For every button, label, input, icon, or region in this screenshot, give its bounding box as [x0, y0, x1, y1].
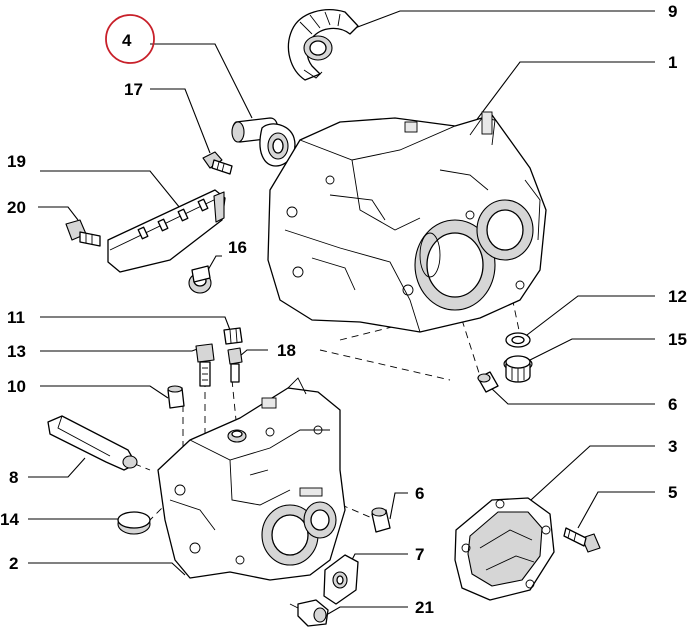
callout-13: 13 [7, 342, 26, 361]
callout-12: 12 [668, 287, 687, 306]
callout-3: 3 [668, 437, 677, 456]
part-19-heat-shield [107, 189, 226, 273]
part-11-sensor [223, 327, 243, 345]
part-3-side-cover [454, 497, 555, 601]
leader-18 [239, 349, 268, 357]
callout-11: 11 [7, 308, 25, 327]
leader-16 [207, 255, 222, 271]
callout-14: 14 [0, 510, 19, 529]
part-1-main-housing [267, 111, 547, 333]
part-15-drain-plug [503, 355, 533, 383]
leader-19 [40, 170, 181, 209]
callout-9: 9 [668, 2, 677, 21]
callout-1: 1 [668, 53, 677, 72]
leader-17 [150, 88, 211, 154]
part-13-switch [195, 343, 215, 387]
part-5-screw [563, 527, 601, 553]
leader-6a [489, 386, 655, 405]
callout-20: 20 [7, 198, 26, 217]
leader-20 [38, 206, 79, 221]
part-6-dowel-upper [477, 371, 499, 393]
part-7-cover-plate [323, 554, 359, 605]
part-14-cap [117, 511, 151, 535]
leader-4 [150, 43, 253, 119]
leader-13 [40, 347, 201, 352]
callout-18: 18 [277, 341, 296, 360]
part-16-plug [188, 265, 212, 294]
part-8-oil-guide [47, 415, 138, 471]
callout-7: 7 [415, 545, 424, 564]
leader-8 [28, 457, 86, 478]
callout-4: 4 [122, 31, 132, 50]
callout-5: 5 [668, 483, 677, 502]
callout-15: 15 [668, 330, 687, 349]
leader-6b [389, 492, 408, 520]
part-10-sleeve [167, 385, 185, 409]
leader-11 [40, 316, 231, 331]
part-4-bearing-sleeve [231, 117, 296, 167]
callout-17: 17 [124, 80, 143, 99]
part-21-sensor [289, 599, 329, 627]
callout-19: 19 [7, 152, 26, 171]
callout-6b: 6 [415, 484, 424, 503]
callout-10: 10 [7, 377, 26, 396]
leader-5 [577, 491, 655, 529]
leader-12 [522, 295, 655, 339]
highlight-circle [105, 14, 155, 64]
part-12-washer [505, 332, 531, 348]
leader-10 [40, 385, 169, 399]
callout-6a: 6 [668, 395, 677, 414]
part-6-dowel-lower [371, 507, 391, 533]
leader-9 [354, 10, 655, 29]
part-17-bolt [202, 151, 233, 175]
part-20-bolt [65, 219, 101, 247]
leader-3 [519, 445, 655, 511]
part-9-bearing-cage [287, 9, 359, 81]
callout-8: 8 [9, 468, 18, 487]
callout-2: 2 [9, 554, 18, 573]
leader-15 [529, 338, 655, 361]
part-2-rear-housing [157, 377, 346, 581]
callout-21: 21 [415, 598, 434, 617]
callout-16: 16 [228, 238, 247, 257]
leader-2 [28, 562, 186, 576]
part-18-sensor [227, 347, 243, 383]
leader-21 [327, 606, 408, 615]
callout-numbers: 9 4 1 17 19 20 16 11 13 18 12 15 10 6 3 … [0, 2, 687, 617]
